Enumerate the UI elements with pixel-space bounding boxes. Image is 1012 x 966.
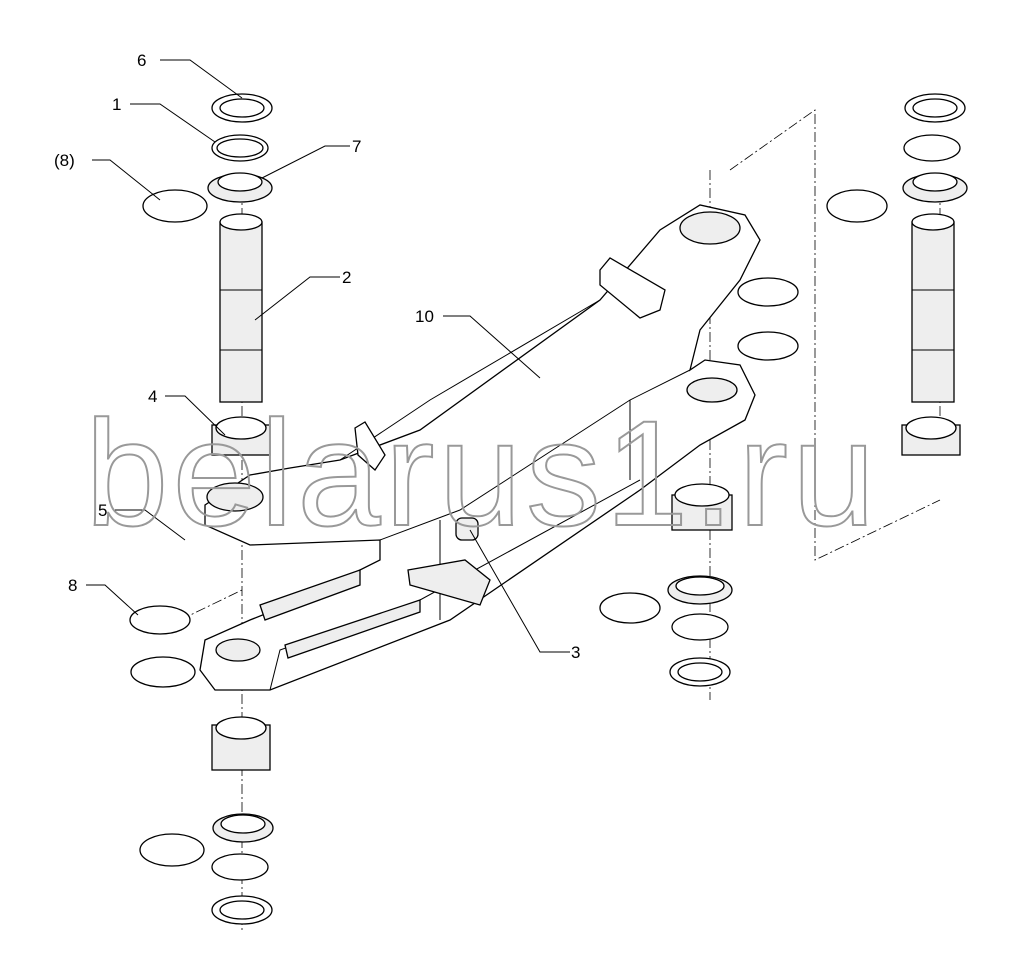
callout-2: 2 — [342, 268, 351, 287]
middle-right-parts — [599, 277, 799, 687]
left-lower-parts — [129, 605, 274, 925]
watermark: belarus1.ru — [85, 389, 879, 557]
callout-4: 4 — [148, 387, 157, 406]
callout-5: 5 — [98, 501, 107, 520]
callout-7: 7 — [352, 137, 361, 156]
callout-6: 6 — [137, 51, 146, 70]
callout-10: 10 — [415, 307, 434, 326]
left-upper-parts — [142, 93, 273, 456]
callout-8: 8 — [68, 576, 77, 595]
callout-1: 1 — [112, 95, 121, 114]
callout-3: 3 — [571, 643, 580, 662]
leader-lines — [86, 59, 570, 653]
callout-8-ref: (8) — [54, 151, 75, 170]
right-parts — [826, 93, 968, 456]
axle-beam — [199, 204, 761, 691]
